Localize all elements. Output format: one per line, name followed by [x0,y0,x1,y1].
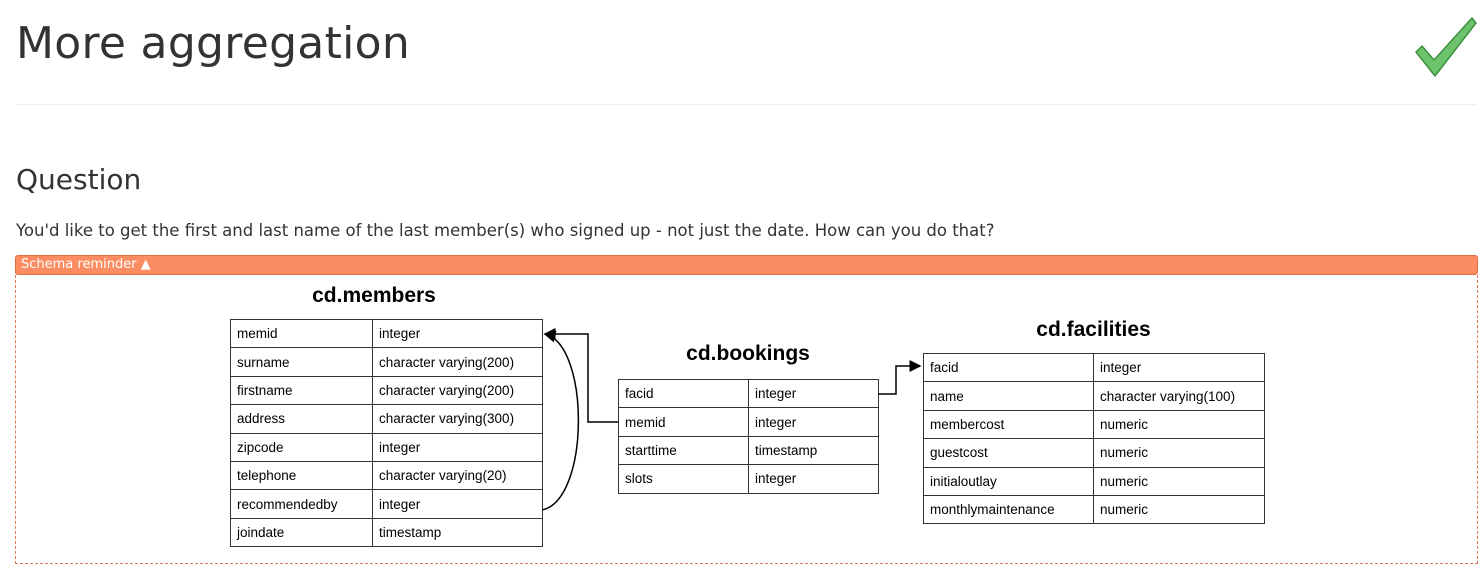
facilities-table-title: cd.facilities [1036,318,1151,341]
members-table-title: cd.members [312,284,436,307]
column-type: character varying(20) [372,460,543,491]
schema-reminder-panel [15,275,1478,564]
column-name: telephone [230,460,373,491]
column-type: timestamp [748,435,879,466]
column-type: integer [748,407,879,437]
column-type: numeric [1093,409,1265,440]
page-title: More aggregation [16,18,411,69]
title-divider [16,104,1476,105]
column-type: numeric [1093,466,1265,496]
column-name: guestcost [923,438,1094,468]
column-name: memid [230,318,373,349]
column-name: recommendedby [230,489,373,519]
column-type: integer [372,318,543,349]
column-type: character varying(100) [1093,381,1265,411]
column-type: timestamp [372,517,543,548]
column-name: membercost [923,409,1094,440]
column-name: initialoutlay [923,466,1094,496]
column-name: starttime [618,435,749,466]
column-type: character varying(200) [372,375,543,406]
column-name: joindate [230,517,373,548]
column-name: memid [618,407,749,437]
column-name: firstname [230,375,373,406]
question-text: You'd like to get the first and last nam… [16,221,995,240]
column-name: zipcode [230,432,373,462]
column-name: facid [923,352,1094,383]
column-type: integer [372,489,543,519]
column-name: facid [618,378,749,409]
question-heading: Question [16,163,142,196]
column-name: surname [230,347,373,377]
checkmark-icon [1415,17,1477,77]
column-name: slots [618,464,749,494]
column-name: address [230,404,373,434]
schema-reminder-toggle[interactable]: Schema reminder ▲ [15,255,1478,275]
column-name: name [923,381,1094,411]
column-type: integer [748,378,879,409]
column-type: integer [1093,352,1265,383]
column-type: integer [372,432,543,462]
column-name: monthlymaintenance [923,494,1094,525]
bookings-table-title: cd.bookings [686,342,810,365]
column-type: integer [748,464,879,494]
column-type: character varying(200) [372,347,543,377]
column-type: numeric [1093,438,1265,468]
column-type: character varying(300) [372,404,543,434]
column-type: numeric [1093,494,1265,525]
